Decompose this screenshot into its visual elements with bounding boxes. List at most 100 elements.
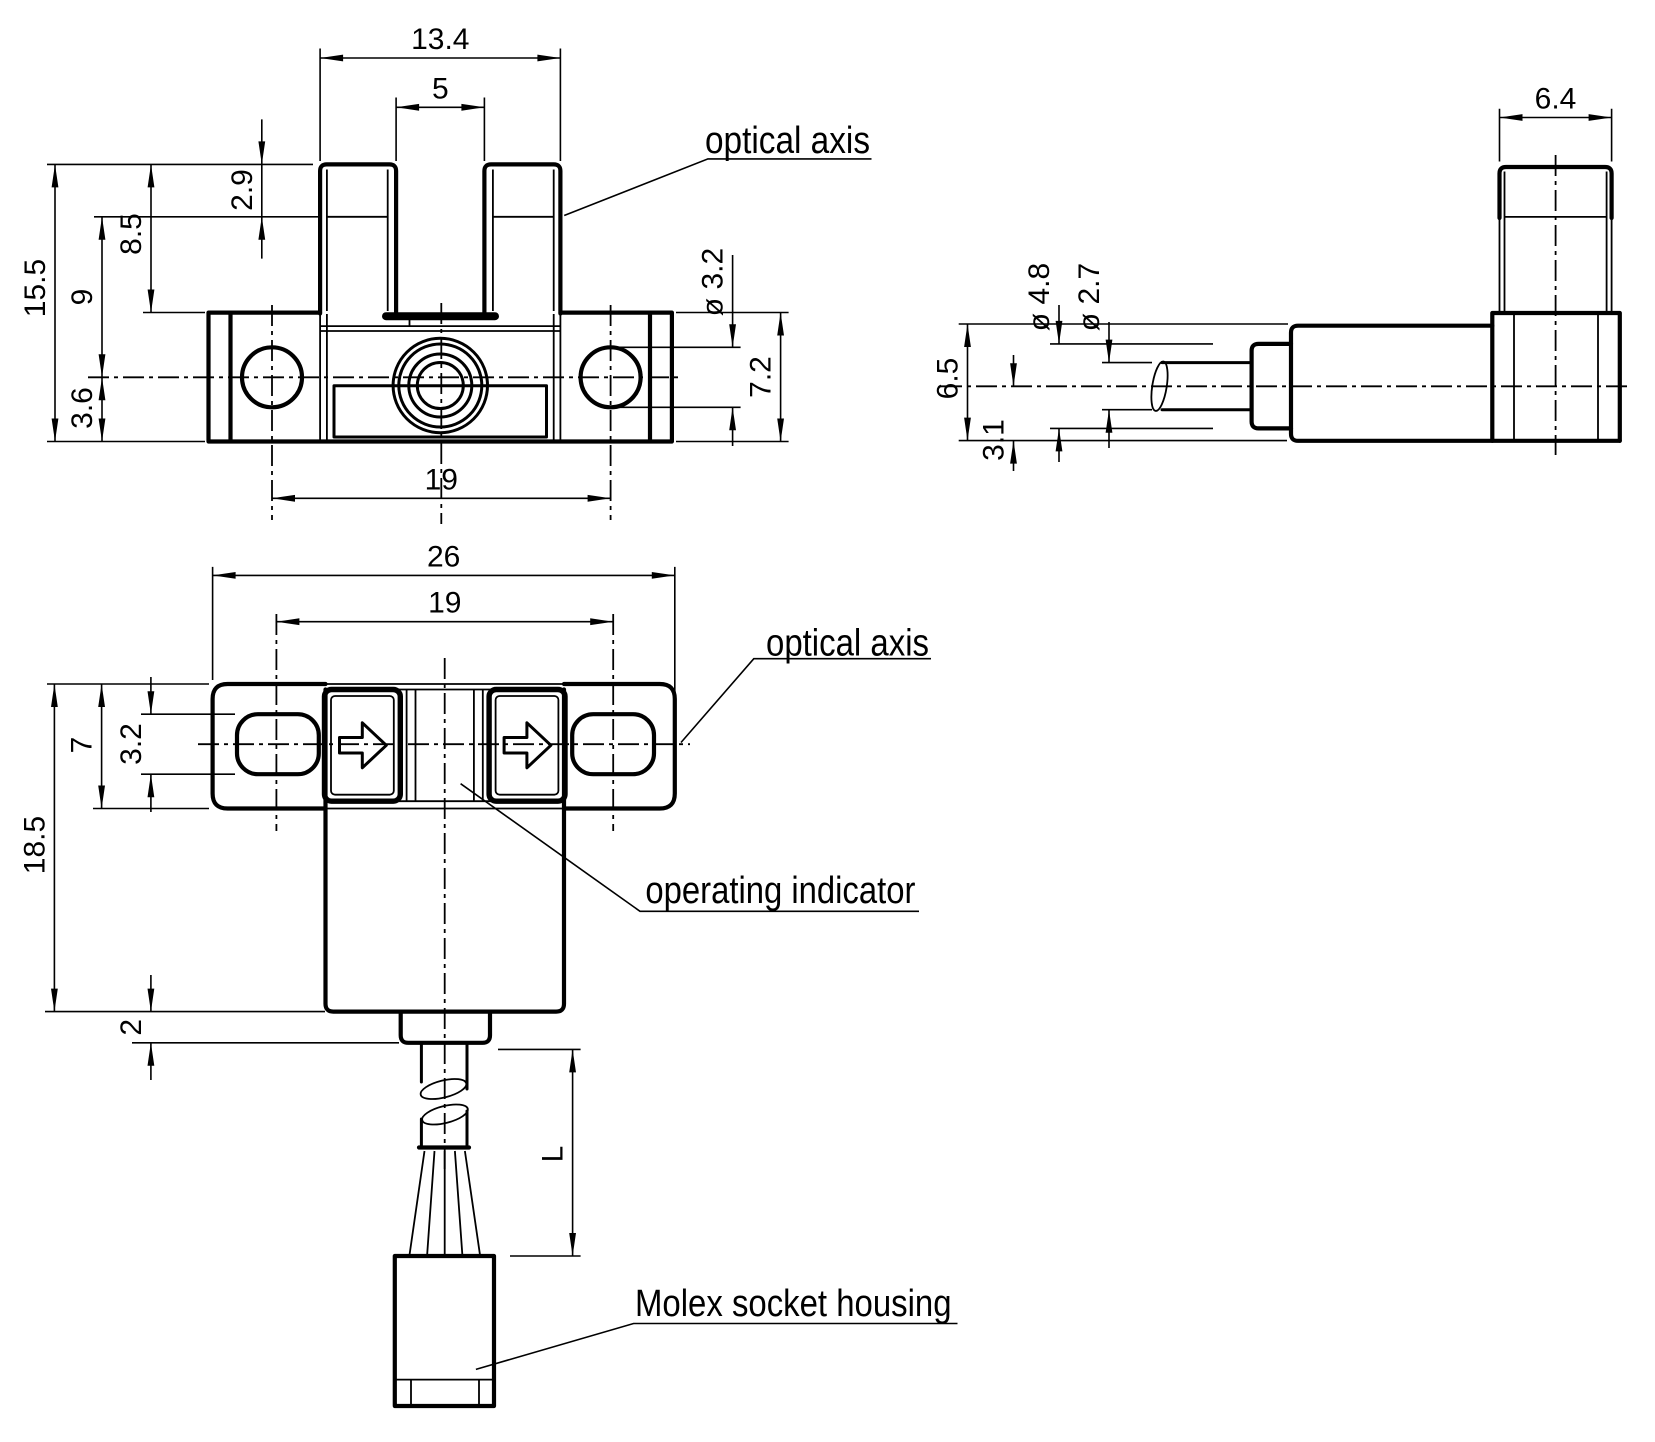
dim-front-axis-depth-arrowheads [258, 141, 266, 240]
dim-side-axis-height-arrowheads [1010, 363, 1017, 464]
front-right-prong [482, 162, 563, 316]
molex-leader [475, 1322, 958, 1371]
dim-side-gland-diameter: ø 4.8 [1023, 263, 1213, 462]
dim-front-hole-spacing: 19 [272, 463, 611, 502]
dim-text-hole-diameter: ø 3.2 [697, 248, 730, 316]
side-view: 6.4 6.5 3.1 ø 4.8 ø 2.7 [932, 83, 1630, 471]
side-cable-break [1150, 360, 1169, 412]
bottom-optical-axis-label: optical axis [680, 622, 931, 744]
dim-bottom-hole-width-arrowheads [147, 691, 155, 798]
dim-bottom-hole-width: 3.2 [115, 677, 235, 812]
bottom-molex-connector-detail [394, 1378, 494, 1406]
dim-text-axis-height: 3.1 [978, 419, 1011, 461]
bottom-centerlines [198, 614, 690, 1172]
dim-front-head-width: 13.4 [319, 23, 562, 161]
dim-text-base-height: 7.2 [745, 356, 778, 398]
front-centerlines [88, 303, 682, 524]
molex-text: Molex socket housing [635, 1283, 952, 1325]
dim-text-cable-diameter: ø 2.7 [1073, 263, 1106, 331]
front-optical-axis-leader [563, 158, 872, 217]
dim-text-axis-depth: 2.9 [226, 169, 259, 211]
bottom-optical-axis-text: optical axis [766, 622, 929, 664]
dim-side-cable-diameter: ø 2.7 [1073, 263, 1152, 448]
dim-front-base-height: 7.2 [676, 311, 789, 443]
front-left-prong [318, 162, 399, 316]
dim-front-center-to-bottom-arrowheads [98, 377, 106, 442]
dim-front-axis-to-center: 9 [66, 216, 318, 378]
bottom-window-right-inner [494, 695, 560, 796]
bottom-cable-lower [419, 1109, 469, 1148]
bottom-plate-right-flange [561, 681, 677, 811]
operating-indicator-label: operating indicator [460, 783, 919, 913]
bottom-beam-arrow-left [338, 721, 388, 770]
front-optical-axis-label: optical axis [563, 120, 872, 217]
dim-front-hole-diameter: ø 3.2 [616, 248, 741, 446]
dim-text-gland-diameter: ø 4.8 [1023, 263, 1056, 331]
bottom-cable-break-1 [419, 1078, 468, 1100]
dim-side-cable-diameter-arrowheads [1105, 339, 1113, 433]
dim-bottom-hole-spacing: 19 [276, 587, 614, 626]
bottom-window-left [321, 686, 404, 804]
dim-front-slot-width: 5 [395, 72, 486, 161]
dim-front-axis-depth: 2.9 [226, 119, 266, 259]
operating-indicator-text: operating indicator [645, 870, 915, 912]
dim-bottom-cable-length: L [498, 1048, 581, 1257]
bottom-wires [408, 1150, 481, 1256]
dim-text-axis-to-center: 9 [66, 289, 99, 306]
bottom-optical-axis-leader [680, 657, 931, 744]
dim-bottom-cable-length-arrowheads [569, 1049, 576, 1256]
dim-text-cable-length: L [537, 1146, 570, 1163]
bottom-neck [398, 1009, 493, 1045]
dim-text-plate-height: 7 [66, 737, 99, 754]
dim-side-prong-width: 6.4 [1498, 83, 1613, 162]
dim-text-prong-width: 6.4 [1535, 83, 1577, 116]
side-tower-lower [1498, 218, 1613, 312]
side-flange-inner-lines [1513, 313, 1599, 440]
bottom-window-right [486, 686, 568, 804]
molex-label: Molex socket housing [475, 1283, 958, 1371]
dim-text-slot-width: 5 [432, 72, 449, 105]
dim-text-body-height: 6.5 [932, 358, 965, 400]
bottom-cable-upper [419, 1041, 469, 1091]
dim-side-cable-diameter-lines [1102, 322, 1152, 448]
dim-text-overall-height: 15.5 [19, 259, 52, 317]
dim-bottom-overall-width: 26 [211, 540, 676, 696]
dim-text-center-to-bottom: 3.6 [66, 387, 99, 429]
dim-front-head-height: 8.5 [115, 164, 205, 314]
dim-side-body-height: 6.5 [932, 323, 1288, 442]
dim-text-hole-spacing: 19 [425, 463, 458, 496]
dim-bottom-hole-width-lines [141, 677, 235, 812]
dim-side-gland-diameter-lines [1050, 305, 1213, 462]
dim-front-overall-height-lines [47, 163, 313, 443]
dim-bottom-overall-width-lines [211, 566, 676, 696]
dim-text-head-width: 13.4 [411, 23, 469, 56]
front-optical-axis-text: optical axis [705, 120, 870, 162]
dim-bottom-neck-height: 2 [115, 975, 399, 1080]
bottom-view: 26 19 7 3.2 18.5 2 [18, 540, 958, 1409]
dim-text-neck-height: 2 [115, 1019, 148, 1036]
front-prong-inner-lines [326, 169, 555, 311]
dim-bottom-neck-height-arrowheads [147, 988, 155, 1066]
dim-bottom-body-height: 18.5 [18, 683, 325, 1013]
dim-text-overall-width: 26 [427, 540, 460, 573]
dim-front-hole-diameter-lines [616, 255, 741, 446]
front-view: 13.4 5 15.5 8.5 9 3.6 [19, 23, 872, 524]
dim-bottom-neck-height-lines [132, 975, 399, 1080]
dim-front-hole-diameter-arrowheads [729, 324, 736, 431]
dim-side-axis-height: 3.1 [978, 355, 1017, 471]
dim-front-overall-height: 15.5 [19, 163, 313, 443]
bottom-window-left-inner [330, 695, 395, 796]
dim-front-axis-to-center-lines [94, 216, 318, 378]
dim-front-slot-width-arrowheads [396, 103, 485, 111]
dim-bottom-body-height-lines [45, 683, 325, 1013]
side-centerlines [941, 155, 1630, 455]
dim-front-head-width-lines [319, 48, 562, 161]
dim-text-bottom-body-height: 18.5 [18, 816, 51, 874]
dim-front-center-to-bottom: 3.6 [66, 377, 106, 442]
front-lower-rect [332, 384, 548, 439]
side-cable-lines [1160, 361, 1254, 412]
side-cable-gland [1249, 341, 1294, 431]
dim-bottom-cable-length-lines [498, 1048, 581, 1257]
